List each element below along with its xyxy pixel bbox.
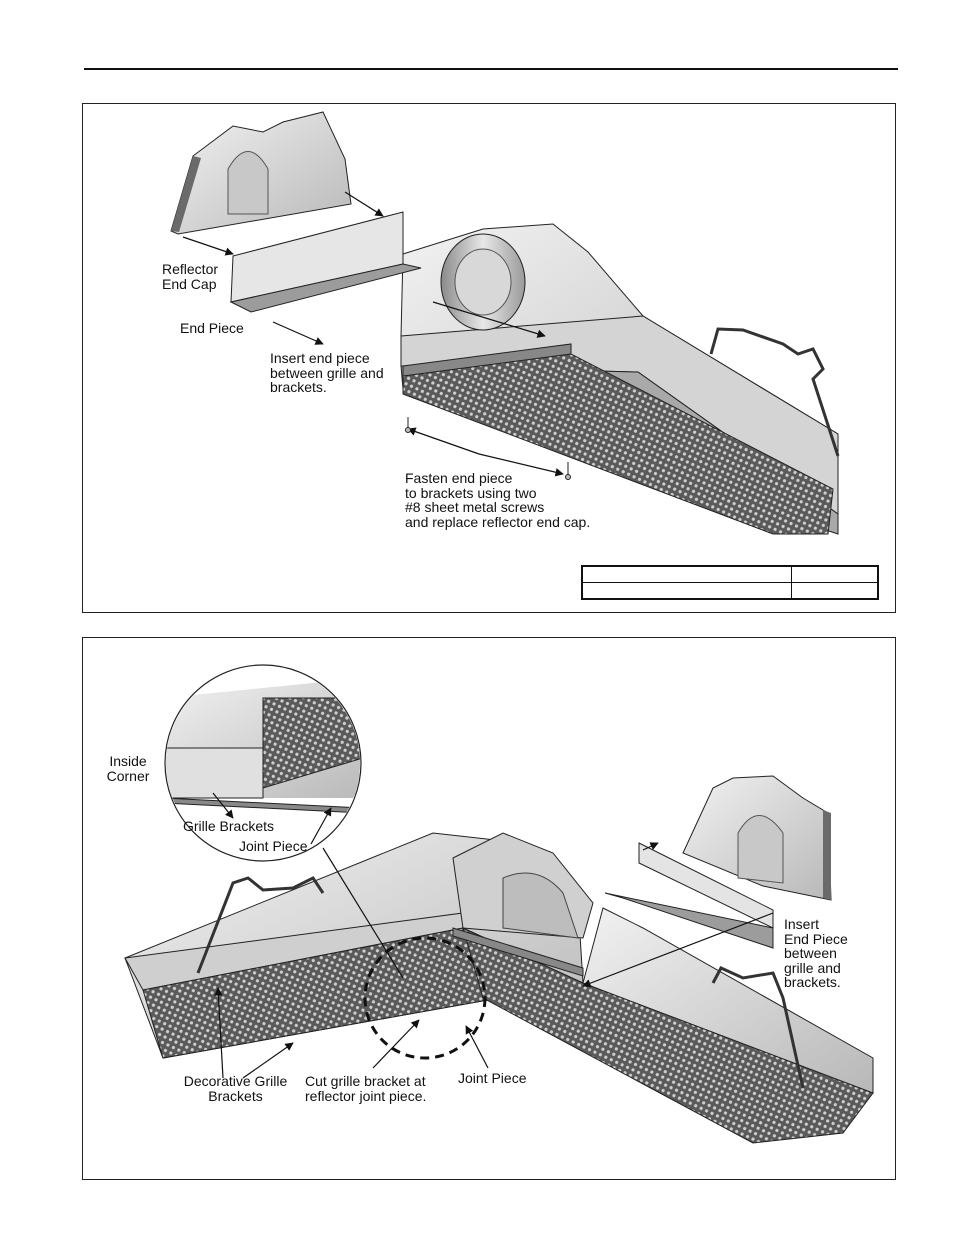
grille-bracket-teeth	[452, 927, 584, 977]
decorative-grille-brackets-label: Decorative Grille Brackets	[183, 1073, 288, 1104]
reflector-end-cap-label: Reflector End Cap	[162, 261, 219, 292]
joint-piece-label: Joint Piece	[458, 1070, 527, 1086]
caption-cell	[791, 565, 879, 583]
caption-table-row	[581, 582, 879, 600]
caption-table-row	[581, 565, 879, 583]
cut-location-circle	[363, 936, 487, 1060]
figure-caption-table	[581, 565, 879, 600]
caption-cell	[581, 582, 792, 600]
figure-panel-top: Reflector End Cap End Piece Insert end p…	[82, 103, 896, 613]
hanger-right	[711, 966, 805, 1089]
joint-piece-detail-label: Joint Piece	[239, 838, 308, 854]
joint-cover-hood	[452, 832, 594, 939]
inside-corner-label: Inside Corner	[106, 753, 150, 784]
sheet-metal-screws	[405, 417, 571, 480]
assembly-arrows	[182, 191, 564, 477]
grille-bracket-teeth	[402, 343, 572, 377]
reflector-right-run	[462, 907, 874, 1144]
end-piece	[604, 842, 774, 949]
cut-instruction-label: Cut grille bracket at reflector joint pi…	[305, 1073, 427, 1104]
hanger-left	[196, 876, 325, 974]
detail-magnifier	[164, 664, 362, 862]
hanger-rear	[709, 327, 840, 457]
grille-brackets-label: Grille Brackets	[183, 818, 275, 834]
caption-cell	[581, 565, 792, 583]
caption-cell	[791, 582, 879, 600]
insert-end-piece-label: Insert End Piece between grille and brac…	[784, 916, 848, 990]
end-piece-label: End Piece	[180, 320, 244, 336]
reflector-end-assembly-illustration	[170, 111, 840, 535]
fasten-instruction-label: Fasten end piece to brackets using two #…	[405, 470, 591, 530]
leader-lines	[212, 792, 774, 1079]
end-piece	[229, 211, 422, 313]
header-rule	[84, 68, 898, 70]
figure-panel-bottom: Inside Corner Grille Brackets Joint Piec…	[82, 637, 896, 1180]
insert-instruction-label: Insert end piece between grille and brac…	[270, 350, 384, 395]
reflector-end-cap	[682, 775, 832, 901]
inside-corner-assembly-illustration	[124, 664, 874, 1144]
flue-tube	[440, 233, 526, 331]
reflector-end-cap	[170, 111, 352, 235]
